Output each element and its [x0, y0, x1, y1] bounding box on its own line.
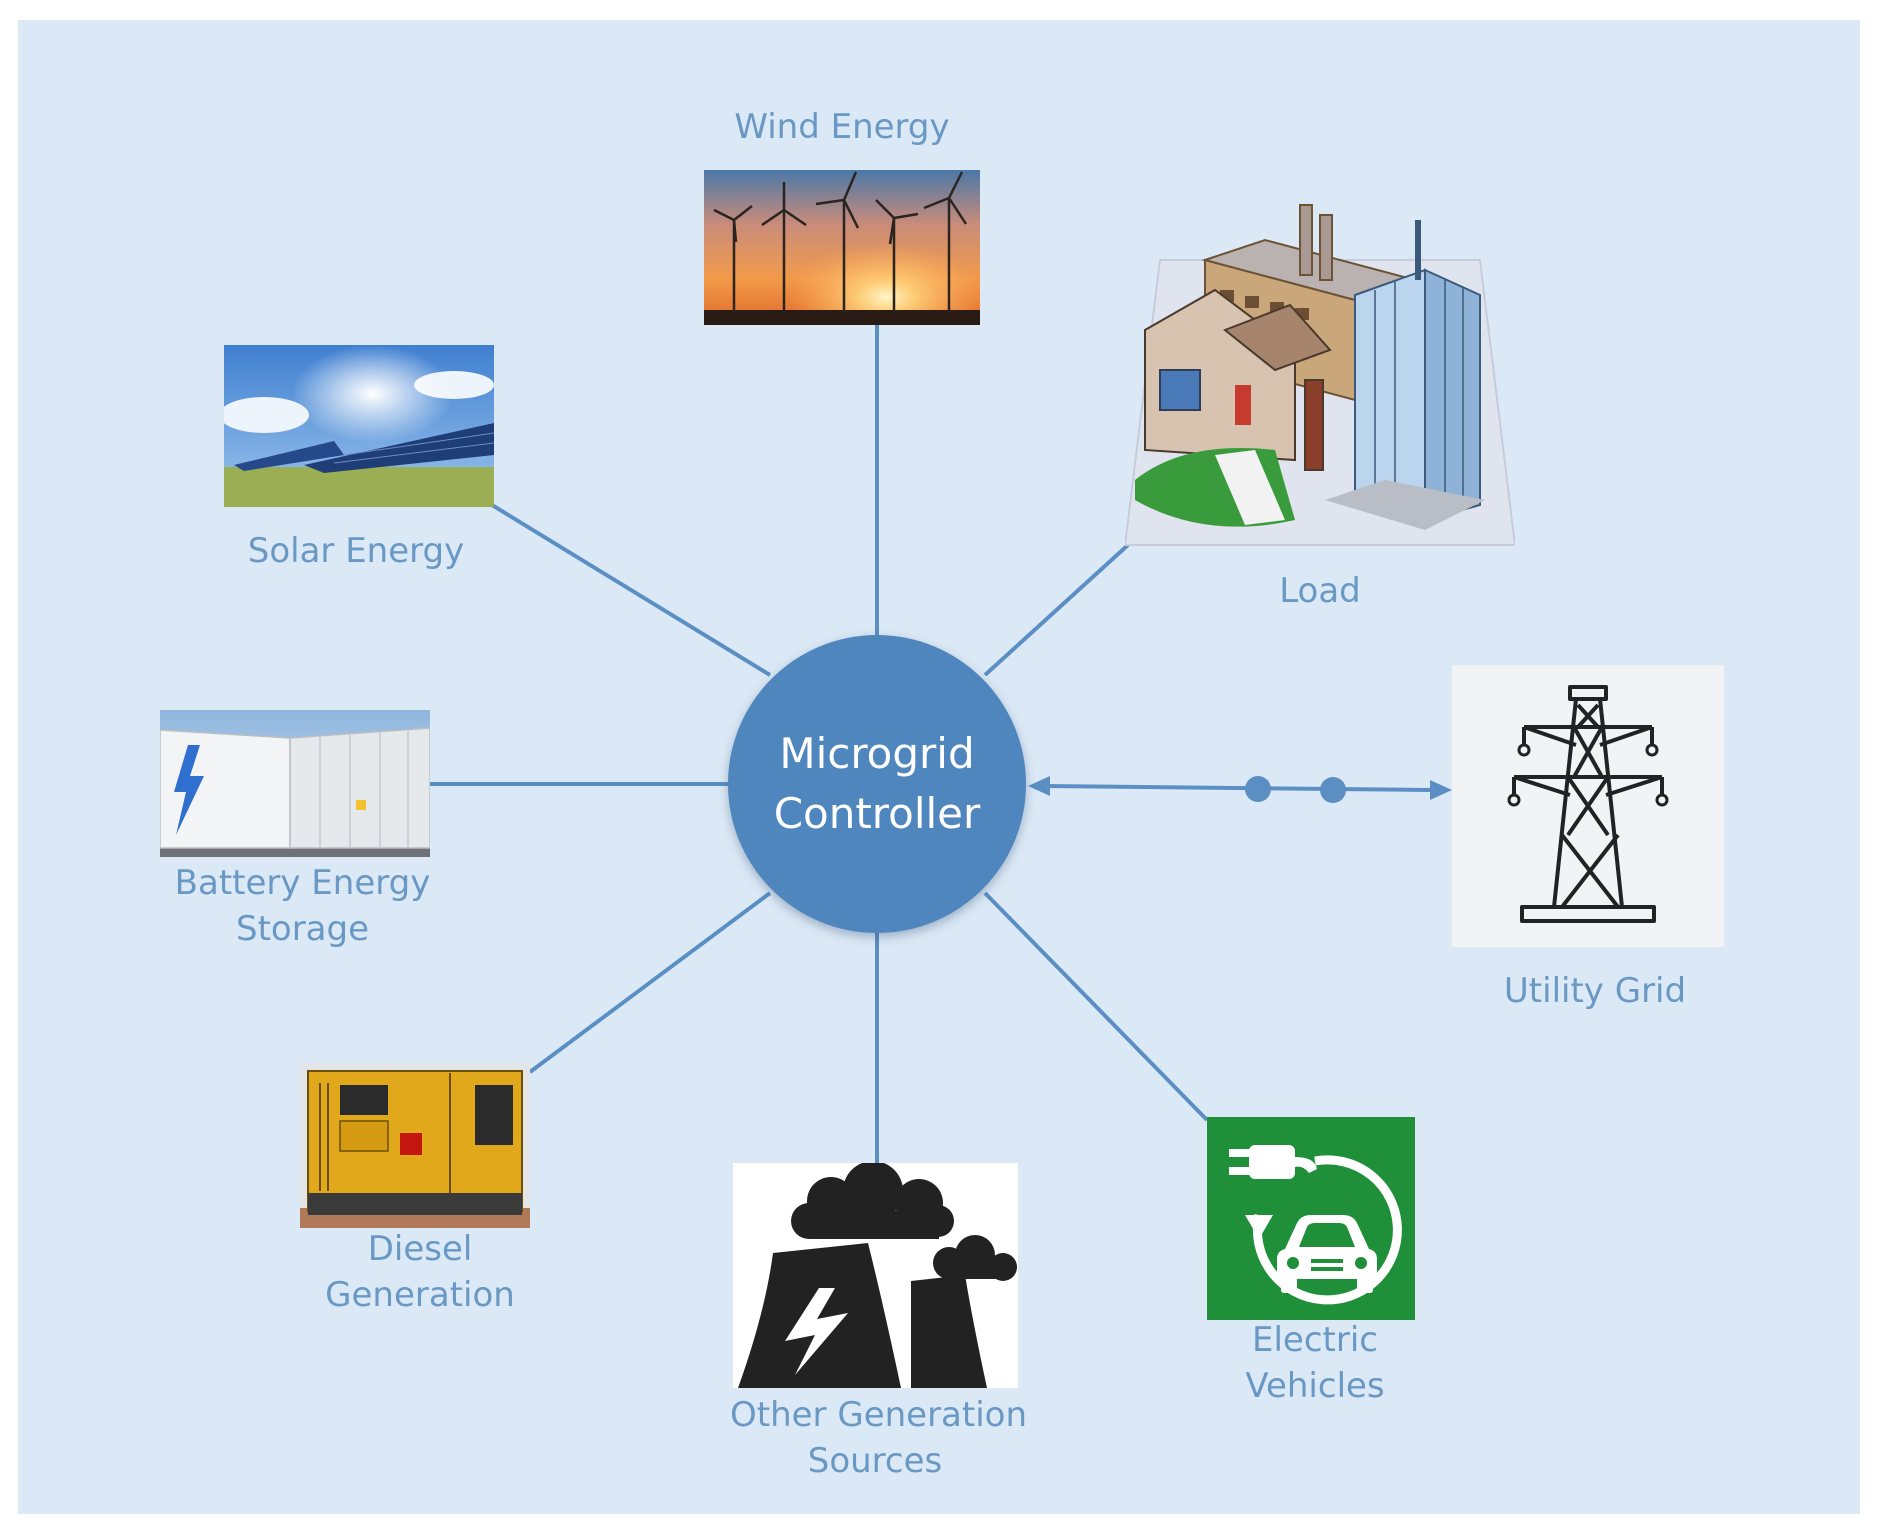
battery-storage-label: Battery Energy Storage — [150, 860, 455, 952]
utility-grid-label: Utility Grid — [1503, 971, 1687, 1011]
electric-vehicles-label: Electric Vehicles — [1190, 1317, 1440, 1409]
other-label-line1: Other Generation — [730, 1395, 1028, 1435]
ev-charging-icon — [1207, 1117, 1415, 1320]
arrowhead-left — [1028, 776, 1050, 796]
diesel-generation-label: Diesel Generation — [300, 1226, 540, 1318]
ev-label-line1: Electric — [1252, 1320, 1378, 1360]
wind-energy-label: Wind Energy — [734, 107, 950, 147]
diesel-generator-photo — [300, 1063, 530, 1228]
transmission-tower-icon — [1452, 665, 1724, 947]
solar-energy-label: Solar Energy — [247, 531, 465, 571]
connector-solar — [490, 503, 772, 677]
connector-diesel — [528, 891, 772, 1074]
load-label: Load — [1279, 571, 1361, 611]
connector-load — [983, 543, 1130, 677]
diesel-label-line1: Diesel — [367, 1229, 473, 1269]
battery-container-photo — [160, 710, 430, 857]
battery-label-line2: Storage — [235, 909, 370, 949]
controller-label-line2: Controller — [773, 789, 981, 838]
junction-dot-1 — [1245, 776, 1271, 802]
wind-turbines-photo — [704, 170, 980, 325]
arrowhead-right — [1430, 780, 1452, 800]
power-plant-icon — [733, 1163, 1018, 1388]
controller-label-line1: Microgrid — [779, 729, 975, 778]
other-generation-label: Other Generation Sources — [730, 1392, 1028, 1484]
connector-utility — [1044, 784, 1431, 792]
solar-panels-photo — [224, 345, 494, 507]
diesel-label-line2: Generation — [325, 1275, 515, 1315]
ev-label-line2: Vehicles — [1245, 1366, 1385, 1406]
junction-dot-2 — [1320, 777, 1346, 803]
other-label-line2: Sources — [807, 1441, 943, 1481]
buildings-illustration — [1125, 200, 1515, 550]
battery-label-line1: Battery Energy — [174, 863, 431, 903]
microgrid-controller-hub: Microgrid Controller — [728, 635, 1026, 933]
connector-ev — [983, 891, 1209, 1122]
